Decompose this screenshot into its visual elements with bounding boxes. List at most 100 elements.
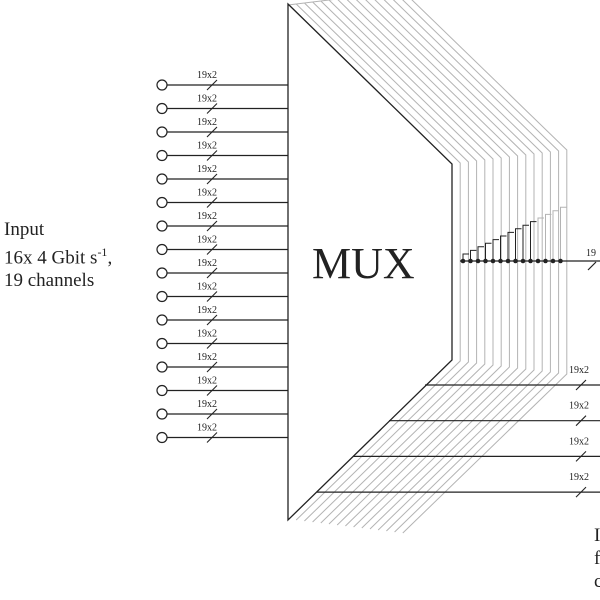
mux-block bbox=[287, 2, 453, 522]
input-port-slash bbox=[206, 408, 218, 420]
input-port-bus-label: 19x2 bbox=[197, 305, 217, 316]
output-tap-step bbox=[545, 213, 552, 261]
input-port-slash bbox=[206, 79, 218, 91]
input-port: 19x2 bbox=[156, 188, 288, 209]
mux-stack-layer-edge bbox=[304, 1, 313, 4]
input-port-slash bbox=[206, 126, 218, 138]
input-port-bus-label: 19x2 bbox=[197, 352, 217, 363]
input-port-slash bbox=[206, 244, 218, 255]
mux-stack-layer bbox=[353, 0, 519, 528]
output-bus-slash bbox=[575, 415, 587, 427]
mux-stack-layer bbox=[361, 0, 527, 529]
input-port-terminal bbox=[156, 149, 168, 162]
input-port-terminal bbox=[156, 267, 168, 279]
output-bus-label: 19x2 bbox=[569, 436, 589, 447]
output-label-line3: c bbox=[594, 571, 600, 592]
output-tap-step bbox=[470, 249, 477, 261]
output-label-line2: f bbox=[594, 548, 600, 569]
input-port-bus-label: 19x2 bbox=[197, 376, 217, 387]
input-port-slash bbox=[206, 361, 218, 373]
mux-label: MUX bbox=[312, 239, 415, 288]
input-port-slash bbox=[206, 103, 218, 114]
mux-stack-layer-edge bbox=[312, 0, 321, 3]
input-port-slash bbox=[206, 338, 218, 349]
input-port: 19x2 bbox=[156, 352, 288, 373]
output-bus-label: 19x2 bbox=[569, 365, 589, 376]
output-tap-step bbox=[492, 239, 499, 261]
input-port-terminal bbox=[156, 126, 168, 138]
input-port: 19x2 bbox=[156, 423, 288, 444]
output-bus-label: 19x2 bbox=[569, 472, 589, 483]
input-port-bus-label: 19x2 bbox=[197, 211, 217, 222]
input-port-terminal bbox=[156, 220, 168, 232]
input-port-bus-label: 19x2 bbox=[197, 141, 217, 152]
output-bus: 19x2 bbox=[353, 436, 600, 462]
input-port: 19x2 bbox=[156, 329, 288, 350]
input-ports: 19x2 19x2 19x2 19x2 19x2 19x2 19x2 19x2 19x2 19x2… bbox=[156, 70, 288, 444]
input-port: 19x2 bbox=[156, 94, 288, 115]
output-tap-step bbox=[500, 235, 507, 261]
input-port-bus-label: 19x2 bbox=[197, 70, 217, 81]
input-port-slash bbox=[206, 314, 218, 326]
input-port-bus-label: 19x2 bbox=[197, 235, 217, 246]
output-tap-step bbox=[537, 217, 544, 261]
output-tap-step bbox=[530, 221, 537, 261]
input-label-comma: , bbox=[107, 247, 113, 269]
mux-stack-layer-edge bbox=[320, 0, 330, 2]
input-port-bus-label: 19x2 bbox=[197, 117, 217, 128]
output-tap-step bbox=[485, 242, 492, 261]
output-tap-step bbox=[552, 210, 559, 261]
output-bus-slash bbox=[575, 486, 587, 498]
input-port: 19x2 bbox=[156, 235, 288, 256]
input-port-bus-label: 19x2 bbox=[197, 94, 217, 105]
input-port: 19x2 bbox=[156, 164, 288, 185]
output-bus-label: 19 bbox=[586, 248, 596, 259]
input-port-terminal bbox=[156, 102, 168, 115]
input-port-bus-label: 19x2 bbox=[197, 399, 217, 410]
input-port-slash bbox=[206, 385, 218, 396]
input-port-slash bbox=[206, 173, 218, 185]
mux-stack-layer bbox=[377, 0, 543, 531]
input-port-slash bbox=[206, 197, 218, 208]
input-port-bus-label: 19x2 bbox=[197, 282, 217, 293]
input-port-terminal bbox=[156, 290, 168, 303]
input-port: 19x2 bbox=[156, 282, 288, 303]
input-port-slash bbox=[206, 220, 218, 232]
input-port-terminal bbox=[156, 196, 168, 209]
input-label-line2: 16x 4 Gbit s-1, bbox=[4, 241, 112, 269]
input-port-bus-label: 19x2 bbox=[197, 329, 217, 340]
input-port: 19x2 bbox=[156, 211, 288, 232]
output-bus: 19x2 bbox=[425, 365, 600, 391]
input-port-terminal bbox=[156, 361, 168, 373]
input-port-bus-label: 19x2 bbox=[197, 258, 217, 269]
input-port-slash bbox=[206, 267, 218, 279]
input-port-terminal bbox=[156, 408, 168, 420]
output-bus: 19x2 bbox=[389, 401, 600, 427]
output-tap-step bbox=[462, 253, 469, 261]
input-port-bus-label: 19x2 bbox=[197, 164, 217, 175]
input-label-line1: Input bbox=[4, 219, 45, 240]
input-port: 19x2 bbox=[156, 399, 288, 420]
input-port: 19x2 bbox=[156, 117, 288, 138]
mux-stack-layer-edge bbox=[296, 2, 305, 5]
input-port-terminal bbox=[156, 79, 168, 91]
input-port-terminal bbox=[156, 384, 168, 397]
output-bus-slash bbox=[575, 451, 587, 462]
output-tap-step bbox=[515, 228, 522, 261]
input-port-bus-label: 19x2 bbox=[197, 423, 217, 434]
input-port: 19x2 bbox=[156, 376, 288, 397]
output-buses: 19x2 19x2 19x2 19x2 bbox=[317, 365, 600, 498]
input-port-bus-label: 19x2 bbox=[197, 188, 217, 199]
output-bus-label: 19x2 bbox=[569, 401, 589, 412]
output-tap-step bbox=[507, 231, 514, 261]
output-bus-slash bbox=[575, 379, 587, 391]
output-tap-step bbox=[560, 206, 567, 261]
output-tap-step bbox=[477, 246, 484, 261]
input-port: 19x2 bbox=[156, 305, 288, 326]
input-port-terminal bbox=[156, 337, 168, 350]
input-port-terminal bbox=[156, 314, 168, 326]
input-port-slash bbox=[206, 150, 218, 161]
input-label-rate: 16x 4 Gbit s bbox=[4, 247, 98, 269]
input-port: 19x2 bbox=[156, 70, 288, 91]
mux-stack-layer bbox=[386, 0, 551, 532]
